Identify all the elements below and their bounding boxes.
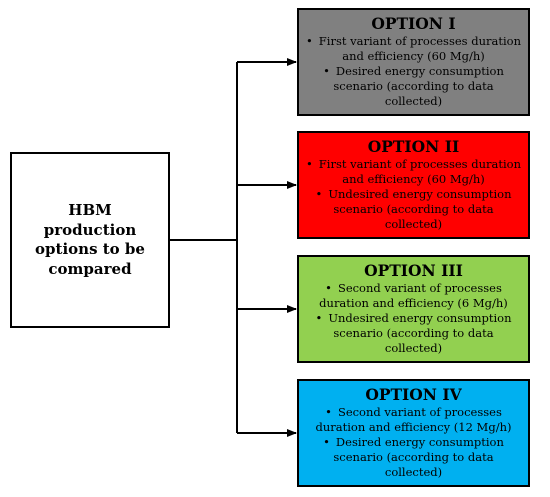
option-title: OPTION IV (365, 385, 462, 404)
option-bullet-item: • Undesired energy consumption scenario (… (305, 311, 522, 356)
option-bullets: •Second variant of processes duration an… (305, 405, 522, 480)
option-bullet-text: Undesired energy consumption scenario (a… (328, 311, 512, 355)
option-bullet-item: •Second variant of processes duration an… (305, 281, 522, 311)
option-bullet-item: • First variant of processes duration and… (305, 157, 522, 187)
option-bullet-text: Desired energy consumption scenario (acc… (333, 435, 504, 479)
root-box: HBM production options to be compared (10, 152, 170, 328)
option-bullets: •First variant of processes duration and… (305, 157, 522, 232)
option-bullet-item: •Desired energy consumption scenario (ac… (305, 64, 522, 109)
bullet-icon: • (306, 157, 313, 171)
option-box-3: OPTION III •Second variant of processes … (297, 255, 530, 363)
bullet-icon: • (325, 281, 332, 295)
bullet-icon: • (323, 435, 330, 449)
bullet-icon: • (323, 64, 330, 78)
option-box-4: OPTION IV •Second variant of processes d… (297, 379, 530, 487)
option-bullets: •Second variant of processes duration an… (305, 281, 522, 356)
option-bullet-item: •Second variant of processes duration an… (305, 405, 522, 435)
root-label: HBM production options to be compared (35, 201, 145, 278)
bullet-icon: • (315, 311, 323, 325)
option-box-2: OPTION II •First variant of processes du… (297, 131, 530, 239)
bullet-icon: • (325, 405, 332, 419)
option-bullet-item: • First variant of processes duration and… (305, 34, 522, 64)
option-box-1: OPTION I •First variant of processes dur… (297, 8, 530, 116)
option-bullet-text: First variant of processes duration and … (318, 34, 521, 63)
option-bullets: •First variant of processes duration and… (305, 34, 522, 109)
option-bullet-text: Desired energy consumption scenario (acc… (333, 64, 504, 108)
bullet-icon: • (306, 34, 313, 48)
option-bullet-text: First variant of processes duration and … (318, 157, 521, 186)
option-bullet-item: •Desired energy consumption scenario (ac… (305, 435, 522, 480)
option-bullet-text: Second variant of processes duration and… (315, 405, 512, 434)
option-title: OPTION III (364, 261, 463, 280)
option-title: OPTION I (371, 14, 456, 33)
option-bullet-text: Undesired energy consumption scenario (a… (328, 187, 512, 231)
option-title: OPTION II (367, 137, 460, 156)
option-bullet-item: • Undesired energy consumption scenario (… (305, 187, 522, 232)
bullet-icon: • (315, 187, 323, 201)
option-bullet-text: Second variant of processes duration and… (319, 281, 508, 310)
